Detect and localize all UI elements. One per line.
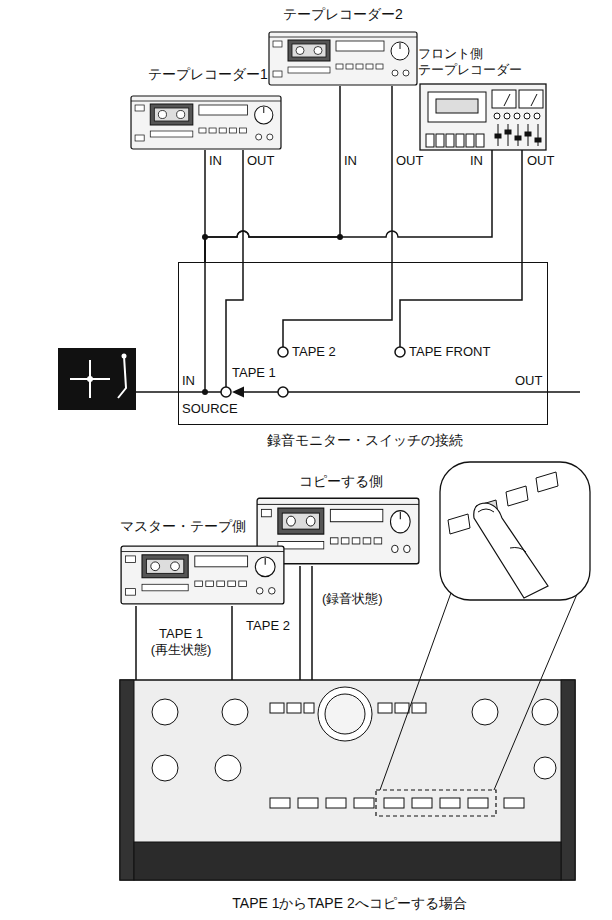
terminal-label: OUT	[515, 374, 542, 388]
label-holder: OUT	[247, 154, 274, 168]
tape-recorder: テープレコーダー1	[128, 66, 288, 150]
label-holder: TAPE 1	[232, 366, 276, 380]
label-holder: OUT	[527, 154, 554, 168]
tape-recorder: フロント側 テープレコーダー	[418, 46, 548, 150]
signal-cable	[391, 86, 393, 262]
node-heading: フロント側 テープレコーダー	[418, 46, 538, 77]
node-heading: テープレコーダー1	[128, 66, 288, 83]
tape-recorder: テープレコーダー2	[262, 6, 424, 86]
button-callout	[380, 462, 590, 790]
label-holder: TAPE FRONT	[409, 345, 490, 359]
tape-recorder: コピーする側	[256, 473, 426, 566]
switch-wiring	[136, 234, 580, 398]
label-holder: IN	[470, 154, 483, 168]
front-loading-recorder	[420, 84, 546, 150]
cable-label: TAPE 2	[242, 618, 294, 634]
terminal-label: IN	[344, 154, 357, 168]
label-holder: IN	[182, 374, 195, 388]
amplifier-drawing	[120, 680, 575, 880]
terminal-label: OUT	[527, 154, 554, 168]
signal-cable	[300, 566, 312, 680]
label-holder: IN	[344, 154, 357, 168]
label-holder: OUT	[396, 154, 423, 168]
label-holder: (録音状態)	[322, 592, 383, 606]
terminal-label: IN	[182, 374, 195, 388]
monitor-switch-box: 録音モニター・スイッチの接続	[178, 262, 552, 452]
terminal-label: OUT	[247, 154, 274, 168]
terminal-label: TAPE FRONT	[409, 345, 490, 359]
label-holder: TAPE 2	[242, 618, 294, 634]
signal-cable	[521, 150, 523, 262]
label-holder: SOURCE	[182, 402, 238, 416]
terminal-label: (録音状態)	[322, 592, 383, 606]
terminal-label: OUT	[396, 154, 423, 168]
signal-cable	[205, 150, 492, 262]
master-recorder	[121, 546, 284, 604]
node-heading: テープレコーダー2	[262, 6, 424, 23]
terminal-label: TAPE 1	[232, 366, 276, 380]
label-holder: IN	[209, 154, 222, 168]
tape-recorder-2	[269, 32, 417, 85]
label-holder: OUT	[515, 374, 542, 388]
terminal-label: SOURCE	[182, 402, 238, 416]
cable-label: TAPE 1 (再生状態)	[148, 626, 214, 659]
signal-cable	[136, 606, 232, 680]
tape-recorder-1	[131, 96, 281, 149]
label-holder: TAPE 2	[292, 345, 336, 359]
amplifier: TAPE 1からTAPE 2へコピーする場合	[120, 680, 579, 915]
turntable-icon	[58, 348, 136, 410]
label-holder: TAPE 1 (再生状態)	[148, 626, 214, 659]
node-heading: コピーする側	[256, 473, 426, 490]
terminal-label: IN	[470, 154, 483, 168]
node-heading: マスター・テープ側	[120, 518, 292, 535]
terminal-label: TAPE 2	[292, 345, 336, 359]
node-heading: TAPE 1からTAPE 2へコピーする場合	[120, 895, 579, 912]
signal-cable	[205, 86, 340, 262]
tape-recorder: マスター・テープ側	[120, 518, 292, 606]
switch-box-outline	[178, 262, 548, 425]
signal-cable	[242, 150, 244, 262]
terminal-label: IN	[209, 154, 222, 168]
node-heading: 録音モニター・スイッチの接続	[178, 432, 552, 449]
